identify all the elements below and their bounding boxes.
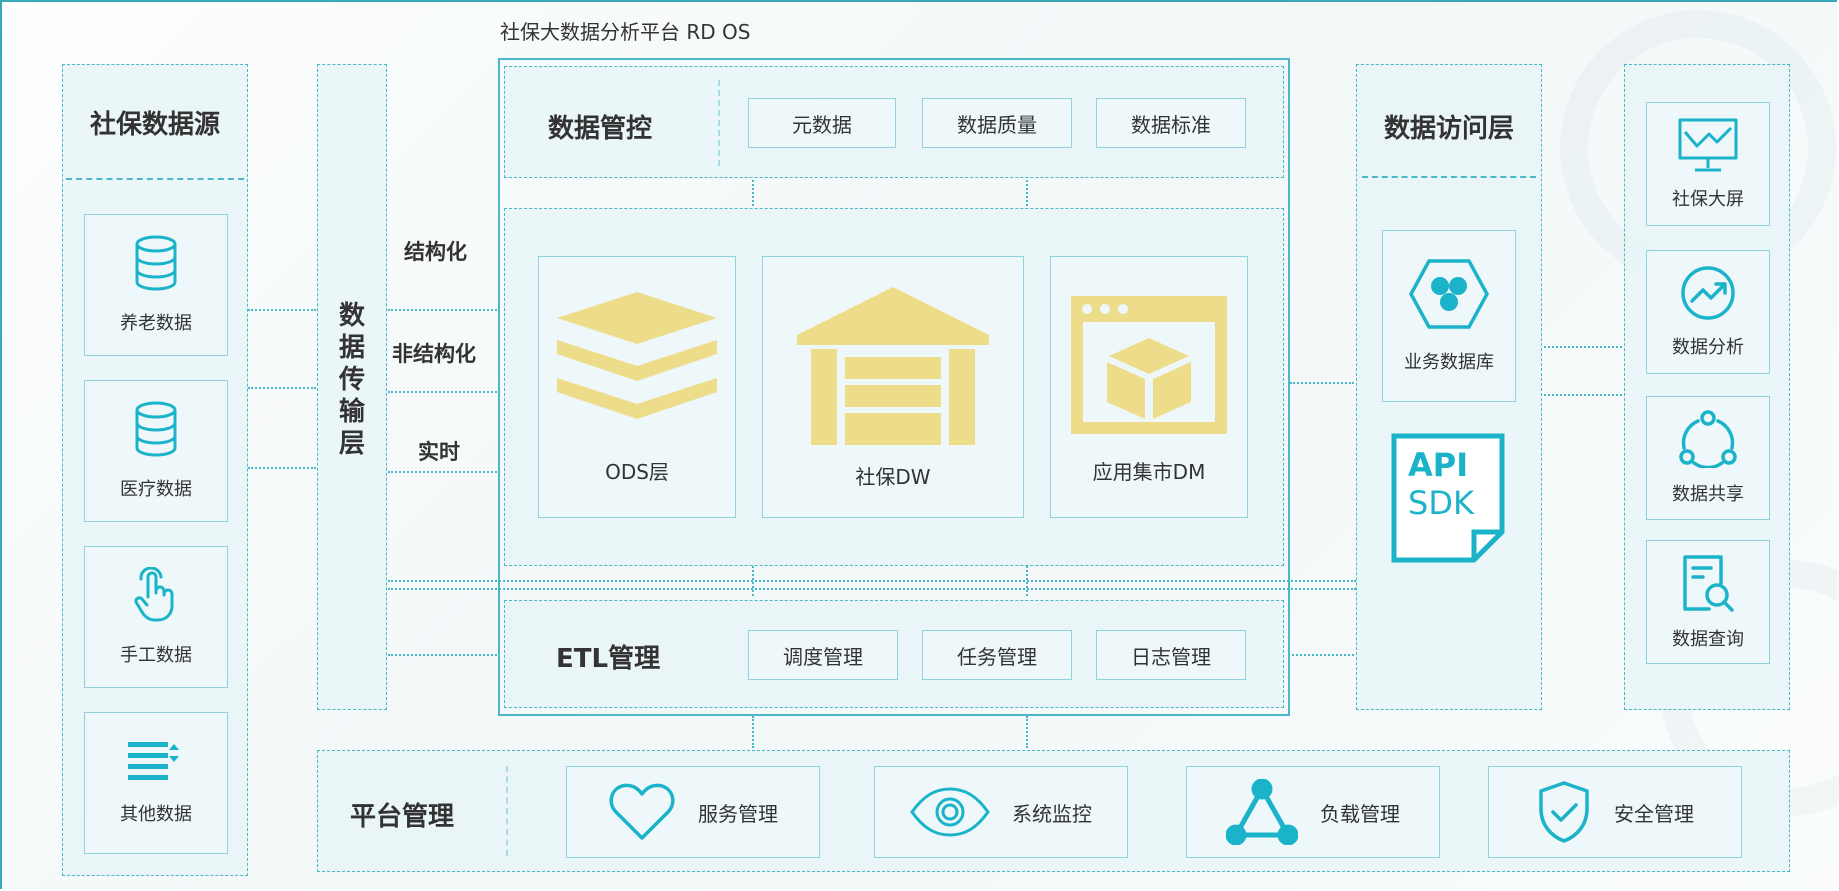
share-icon [1679,410,1737,468]
transport-title: 数 据 传 输 层 [317,300,387,460]
network-icon [1226,779,1298,845]
app-label: 数据共享 [1672,484,1744,505]
app-box-icon [1071,295,1227,434]
database-icon [135,235,177,291]
title-char: 输 [338,397,365,427]
flow-arrow [388,580,1356,582]
security-management[interactable]: 安全管理 [1488,766,1742,858]
shield-check-icon [1539,781,1589,843]
flow-arrow [248,387,316,389]
source-label: 医疗数据 [120,479,192,500]
social-security-dw[interactable]: 社保DW [762,256,1024,518]
eye-icon [910,787,990,837]
ods-layer[interactable]: ODS层 [538,256,736,518]
hexagon-cluster-icon [1409,259,1489,329]
flow-arrow [248,467,316,469]
source-label: 其他数据 [120,804,192,825]
source-other[interactable]: 其他数据 [84,712,228,854]
ods-label: ODS层 [605,459,669,484]
flow-arrow [388,654,500,656]
app-label: 数据分析 [1672,337,1744,358]
api-text: API [1408,446,1469,484]
data-sources-title: 社保数据源 [89,110,220,140]
flow-arrow [388,471,500,473]
dm-label: 应用集市DM [1092,459,1206,484]
flow-arrow [752,180,754,206]
flow-arrow [1288,654,1354,656]
layers-icon [557,291,717,419]
divider [1362,176,1536,178]
pm-label: 服务管理 [698,801,778,826]
title-char: 层 [338,429,365,459]
title-char: 据 [338,333,365,363]
etl-title: ETL管理 [556,644,661,674]
load-management[interactable]: 负载管理 [1186,766,1440,858]
title-char: 数 [338,301,365,331]
source-medical[interactable]: 医疗数据 [84,380,228,522]
divider [506,766,508,856]
flow-arrow [752,716,754,748]
flow-arrow [388,588,1356,590]
app-data-query[interactable]: 数据查询 [1646,540,1770,664]
warehouse-icon [797,286,989,445]
flow-arrow [1544,394,1622,396]
monitor-chart-icon [1678,118,1738,172]
list-icon [128,742,179,780]
flow-unstructured: 非结构化 [392,342,476,366]
platform-management-title: 平台管理 [350,802,455,832]
app-social-security-screen[interactable]: 社保大屏 [1646,102,1770,226]
doc-search-icon [1683,555,1734,612]
flow-arrow [1026,716,1028,748]
title-char: 传 [338,365,365,395]
heart-icon [609,783,675,840]
flow-realtime: 实时 [418,440,460,464]
governance-title: 数据管控 [548,114,653,144]
flow-arrow [1290,382,1354,384]
service-management[interactable]: 服务管理 [566,766,820,858]
source-label: 养老数据 [120,313,192,334]
sdk-text: SDK [1408,484,1474,522]
data-transport-layer [317,64,387,710]
chip-log-management[interactable]: 日志管理 [1096,630,1246,680]
divider [718,80,720,166]
flow-arrow [1026,180,1028,206]
app-data-sharing[interactable]: 数据共享 [1646,396,1770,520]
application-data-mart[interactable]: 应用集市DM [1050,256,1248,518]
flow-arrow [1544,346,1622,348]
flow-arrow [248,309,316,311]
flow-structured: 结构化 [404,240,467,264]
chip-data-quality[interactable]: 数据质量 [922,98,1072,148]
trend-icon [1681,266,1735,320]
analytics-platform [498,58,1290,716]
pm-label: 系统监控 [1012,801,1092,826]
flow-arrow [388,391,500,393]
pm-label: 安全管理 [1614,801,1694,826]
api-sdk-icon[interactable]: API SDK [1390,432,1508,564]
business-database[interactable]: 业务数据库 [1382,230,1516,402]
source-pension[interactable]: 养老数据 [84,214,228,356]
app-label: 社保大屏 [1672,189,1744,210]
source-label: 手工数据 [120,645,192,666]
access-title: 数据访问层 [1383,114,1514,144]
business-db-label: 业务数据库 [1404,352,1494,373]
app-data-analysis[interactable]: 数据分析 [1646,250,1770,374]
chip-data-standard[interactable]: 数据标准 [1096,98,1246,148]
hand-pointer-icon [134,567,174,622]
dw-label: 社保DW [855,464,931,489]
divider [66,178,244,180]
chip-metadata[interactable]: 元数据 [748,98,896,148]
source-manual[interactable]: 手工数据 [84,546,228,688]
app-label: 数据查询 [1672,629,1744,650]
system-monitoring[interactable]: 系统监控 [874,766,1128,858]
database-icon [135,401,177,457]
chip-scheduling[interactable]: 调度管理 [748,630,898,680]
flow-arrow [388,309,500,311]
chip-task-management[interactable]: 任务管理 [922,630,1072,680]
platform-title: 社保大数据分析平台 RD OS [500,20,751,44]
pm-label: 负载管理 [1320,801,1400,826]
